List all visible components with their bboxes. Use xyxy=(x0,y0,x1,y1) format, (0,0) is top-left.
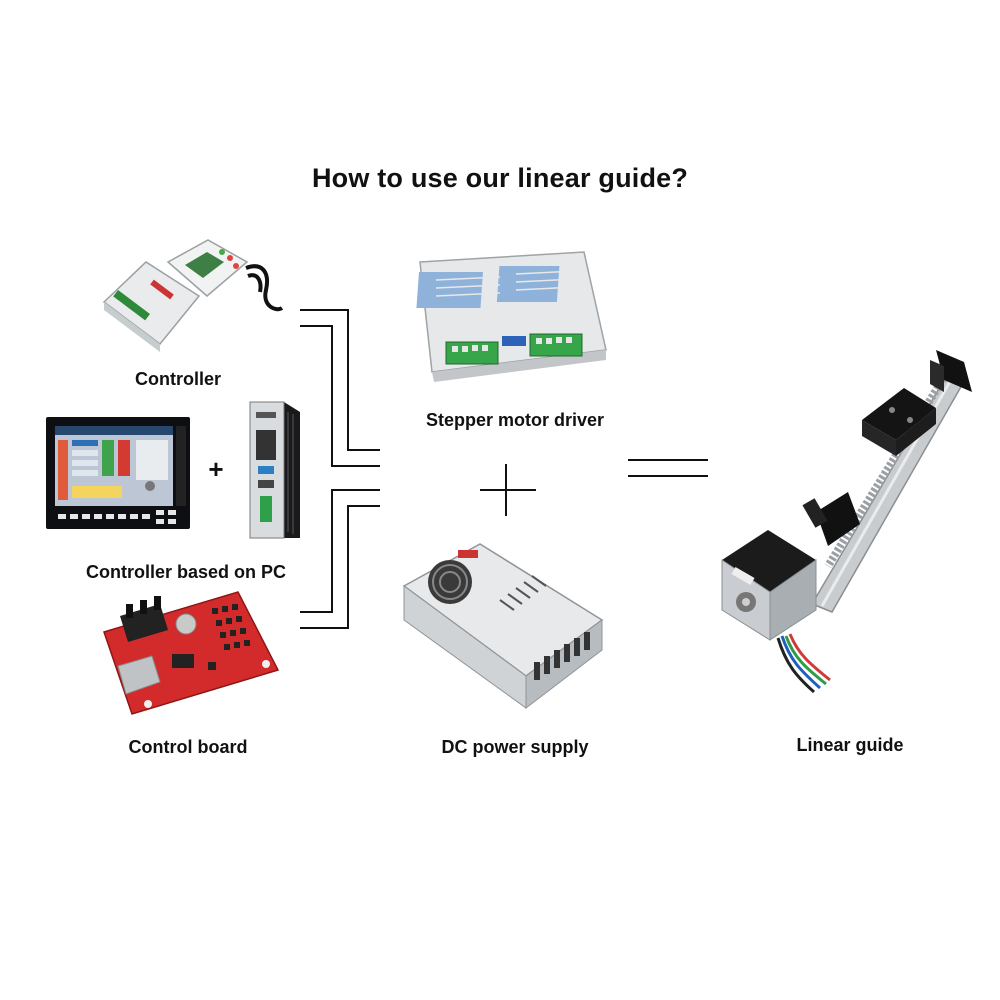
label-controller: Controller xyxy=(134,369,221,389)
label-stepper-driver: Stepper motor driver xyxy=(425,410,605,430)
industrial-pc-icon xyxy=(249,401,300,539)
label-control-board: Control board xyxy=(128,737,248,757)
stepper-driver-icon xyxy=(416,251,607,382)
controller-icon xyxy=(102,239,284,352)
plus-small: + xyxy=(208,454,223,484)
linear-guide-icon xyxy=(721,350,972,694)
label-power-supply: DC power supply xyxy=(441,737,589,757)
equals-sign xyxy=(628,459,708,477)
label-linear-guide: Linear guide xyxy=(796,735,904,755)
connector-lines xyxy=(300,309,380,629)
label-pc: Controller based on PC xyxy=(85,562,287,582)
control-board-icon xyxy=(103,591,280,715)
page-title: How to use our linear guide? xyxy=(311,163,689,193)
plus-large xyxy=(480,464,536,516)
power-supply-icon xyxy=(402,543,604,710)
pc-screen-icon xyxy=(46,417,190,529)
